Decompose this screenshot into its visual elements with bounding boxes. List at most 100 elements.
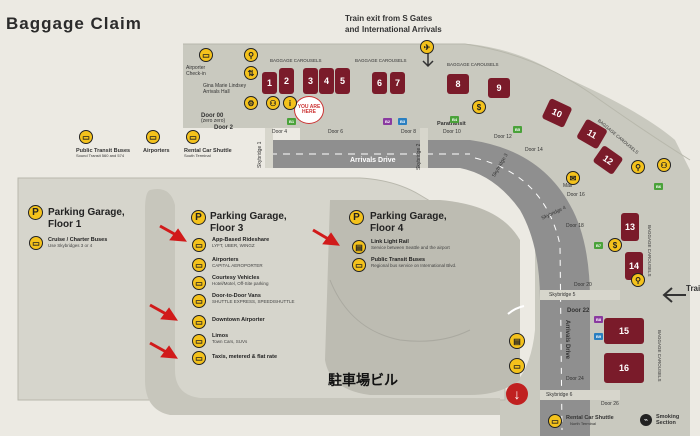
door-12-label: Door 12 [494,134,512,140]
carousels-label-6-7: BAGGAGE CAROUSELS [355,58,407,63]
transit-bus-g4-sub: Regional bus service on International Bl… [371,263,457,268]
skybridge-6-label: Skybridge 6 [546,392,573,398]
door-10-label: Door 10 [443,129,461,135]
garage3-item-limos: Limos Town Cars, SUVs [212,333,247,344]
garage-floor3-shape [145,189,500,415]
mail-label: Mail [563,183,573,189]
badge-b3: B3 [398,118,408,125]
door-14-label: Door 14 [525,147,543,153]
carousels-label-1-5: BAGGAGE CAROUSELS [270,58,322,63]
limo-icon: ▭ [192,334,206,348]
carousel-9: 9 [488,78,510,98]
bicycle-icon-right: ⚇ [657,158,671,172]
courtesy-label: Courtesy Vehicles [212,275,260,281]
garage3-item-courtesy: Courtesy Vehicles Hotel/Motel, Off-Site … [212,275,268,286]
carousel-6: 6 [372,72,387,94]
garage-floor4-shape [325,200,520,395]
train-exit-line1: Train exit from S Gates [345,14,433,23]
door-00-sub-label: (zero zero) [201,118,226,124]
garage3-floor: Floor 3 [210,223,244,234]
white-swoosh [507,305,525,315]
airporter-checkin-label: Airporter Check-in [186,65,206,77]
door-4-label: Door 4 [272,129,288,135]
badge-b2: B2 [383,118,393,125]
garage1-floor: Floor 1 [48,219,82,230]
red-arrows [149,224,340,359]
light-rail-icon: ▤ [352,240,366,254]
door-16-label: Door 16 [567,192,585,198]
light-rail-label: Link Light Rail [371,239,409,245]
skybridge-2-strip [420,128,428,168]
carousels-label-8-9: BAGGAGE CAROUSELS [447,62,499,67]
public-transit-label: Public Transit Buses [76,148,131,154]
rental-car-north-label: Rental Car Shuttle [566,415,614,421]
rental-car-north-sub: North Terminal [570,421,596,426]
badge-b1: B1 [287,118,297,125]
vans-sub: SHUTTLE EXPRESS, SPEEDISHUTTLE [212,299,295,304]
badge-b9: B9 [594,333,604,340]
courtesy-sub: Hotel/Motel, Off-Site parking [212,281,269,286]
you-are-here-marker: YOU ARE HERE [294,96,324,124]
bicycle-icon: ⚇ [266,96,280,110]
door-8-label: Door 8 [401,129,417,135]
rail-icon-large: ▤ [509,333,525,349]
transit-bus-g4-icon: ▭ [352,258,366,272]
restroom-icon-lower: ⚲ [631,273,645,287]
door-00-label: Door 00 [201,113,224,119]
rideshare-label: App-Based Rideshare [212,237,270,243]
train-exit-line3: International Arrivals [362,25,442,34]
door-18-label: Door 18 [566,223,584,229]
skybridge-1-strip [265,128,273,168]
carousel-1: 1 [262,72,277,94]
courtesy-icon: ▭ [192,276,206,290]
smoking-label: Smoking Section [656,414,680,427]
airporters-icon: ▭ [146,130,160,144]
light-rail-sub: Service between Seattle and the airport [371,245,450,250]
airporters-label: Airporters [143,148,170,154]
rideshare-icon: ▭ [192,238,206,252]
bus-icon: ▭ [199,48,213,62]
rental-car-icon: ▭ [186,130,200,144]
train-exit-arrow [422,52,434,68]
train-exit-and-text: and [345,25,360,34]
garage4-item-bus: Public Transit Buses Regional bus servic… [371,257,456,268]
door-2-label: Door 2 [214,125,234,131]
cruise-service: Cruise / Charter Buses Use Skybridges 3 … [48,237,107,248]
cruise-label: Cruise / Charter Buses [48,237,108,243]
skybridge-2-label: Skybridge 2 [416,143,422,170]
limos-sub: Town Cars, SUVs [212,339,248,344]
rental-car-sub: South Terminal [184,153,211,158]
door-26-label: Door 26 [601,401,619,407]
airporters-g3-sub: CAPITAL AEROPORTER [212,263,263,268]
carousel-7: 7 [390,72,405,94]
carousel-4: 4 [319,68,334,94]
badge-b8: B8 [594,316,604,323]
garage1-p-icon: P [28,205,43,220]
downtown-airporter-icon: ▭ [192,315,206,329]
garage-inner-curve [329,279,471,342]
downtown-label: Downtown Airporter [212,317,265,323]
train-exit-line2: and [345,25,359,34]
carousels-label-15-16: BAGGAGE CAROUSELS [657,330,662,382]
airplane-icon: ✈ [420,40,434,54]
carousel-8: 8 [447,74,469,94]
road-dashes-curve [474,157,563,431]
rental-car-north-icon: ▭ [548,414,562,428]
garage3-item-rideshare: App-Based Rideshare LYFT, UBER, WINGZ [212,237,269,248]
door-20-label: Door 20 [574,282,592,288]
bus-icon-large: ▭ [509,358,525,374]
door-22-label: Door 22 [567,308,590,314]
skybridge-6-strip [540,390,620,400]
carousel-15: 15 [604,318,644,344]
you-are-here-text: YOU ARE HERE [297,103,321,115]
public-transit-sub: Sound Transit 560 and 574 [76,153,125,158]
dollar-icon: $ [472,100,486,114]
carousel-13: 13 [621,213,639,241]
cruise-bus-icon: ▭ [29,236,43,250]
skybridge-1-label: Skybridge 1 [257,141,263,168]
limos-label: Limos [212,333,229,339]
carousel-5: 5 [335,68,350,94]
carousels-label-13-14: BAGGAGE CAROUSELS [647,225,652,277]
taxi-icon: ▭ [192,351,206,365]
